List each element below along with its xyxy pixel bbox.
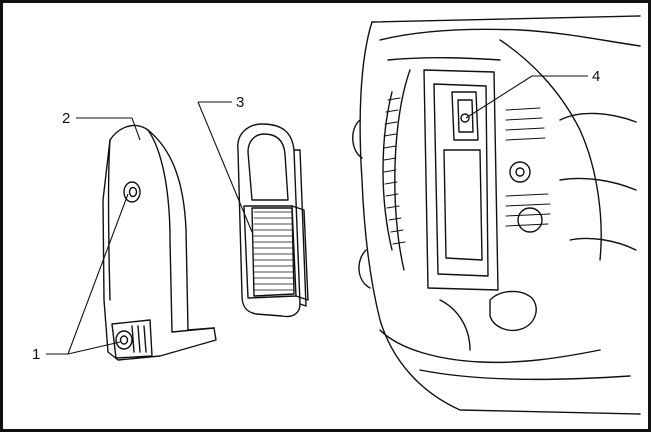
engine-housing	[352, 15, 641, 415]
upper-screw	[123, 181, 141, 203]
callout-1: 1	[32, 346, 40, 363]
callout-4: 4	[592, 68, 600, 85]
filter-housing-tab	[451, 91, 479, 141]
lower-latch	[111, 319, 153, 359]
air-filter-cover	[102, 124, 217, 361]
air-filter-element	[237, 123, 309, 318]
callout-2: 2	[62, 110, 70, 127]
callout-3: 3	[236, 94, 244, 111]
leader-lines	[46, 75, 588, 355]
